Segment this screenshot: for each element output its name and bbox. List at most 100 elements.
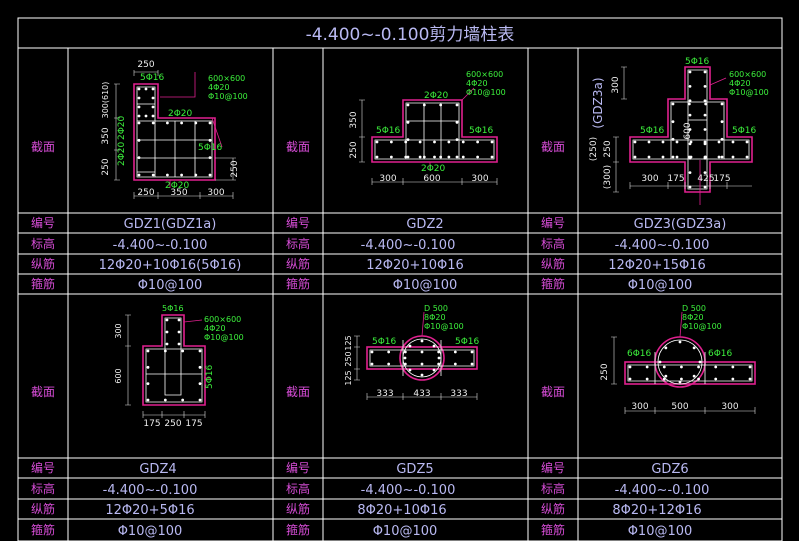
wall-outline xyxy=(624,361,756,385)
dimension-label: 250 xyxy=(101,158,111,175)
row-label-long-bars: 纵筋 xyxy=(31,256,55,271)
column-elevation: -4.400~-0.100 xyxy=(361,483,456,498)
callout-note: 4Φ20 xyxy=(466,79,488,88)
column-id: GDZ3(GDZ3a) xyxy=(634,217,727,232)
rebar-note: 5Φ16 xyxy=(205,364,215,389)
rebar-dot xyxy=(687,102,691,106)
rebar-dot xyxy=(703,128,707,131)
rebar-dot xyxy=(703,84,707,88)
rebar-dot xyxy=(697,365,700,369)
rebar-dot xyxy=(748,365,752,369)
rebar-dot xyxy=(661,155,665,159)
rebar-dot xyxy=(420,373,424,377)
rebar-note: 2Φ20 xyxy=(424,91,449,101)
rebar-dot xyxy=(144,87,148,91)
rebar-dot xyxy=(177,318,181,322)
rebar-dot xyxy=(208,156,212,160)
rebar-dot xyxy=(748,377,752,381)
spiral-stirrup xyxy=(402,338,442,378)
rebar-dot xyxy=(403,350,407,354)
row-labels: 截面 截面 截面 编号 编号 编号 标高 标高 标高 纵筋 纵筋 纵筋 箍筋 箍… xyxy=(31,140,565,537)
rebar-dot xyxy=(198,382,202,386)
rebar-dot xyxy=(198,365,202,369)
rebar-dot xyxy=(745,155,749,159)
dimension-label: 333 xyxy=(376,389,393,399)
rebar-dot xyxy=(455,120,459,124)
rebar-dot xyxy=(433,140,436,144)
rebar-dot xyxy=(661,140,665,144)
leader-lines xyxy=(429,87,475,170)
rebar-note: 2Φ20 xyxy=(165,181,190,191)
leader-lines xyxy=(679,311,683,338)
column-elevation: -4.400~-0.100 xyxy=(361,238,456,253)
dimension-label: 300 xyxy=(641,174,658,184)
callout-note: 600×600 xyxy=(208,74,245,83)
column-elevation: -4.400~-0.100 xyxy=(615,483,710,498)
rebar-dot xyxy=(680,365,683,369)
rebar-dot xyxy=(439,103,443,107)
rebar-dot xyxy=(697,377,700,381)
callout-note: Φ10@100 xyxy=(466,88,506,97)
rebar-dot xyxy=(432,368,436,372)
rebar-note: 5Φ16 xyxy=(198,143,223,153)
row-label-id: 编号 xyxy=(31,460,55,475)
rebar-dot xyxy=(703,140,707,144)
rebar-dot xyxy=(689,140,693,144)
rebar-dot xyxy=(137,105,141,109)
dimension-label: 175 xyxy=(667,174,684,184)
column-stirrups: Φ10@100 xyxy=(628,278,693,293)
dimension-label: 300 xyxy=(631,402,648,412)
callout-note: 600×600 xyxy=(466,70,503,79)
value-cells: GDZ1(GDZ1a) GDZ2 GDZ3(GDZ3a) -4.400~-0.1… xyxy=(99,217,727,539)
callout-note: D 500 xyxy=(682,304,706,313)
leader-lines xyxy=(421,311,425,337)
rebar-note: 5Φ16 xyxy=(732,126,757,136)
rebar-dot xyxy=(163,398,167,402)
rebar-note: 5Φ16 xyxy=(162,304,184,313)
dimension-label: 175 xyxy=(713,174,730,184)
rebar-dot xyxy=(675,140,679,144)
wall-outline xyxy=(133,83,216,181)
dimension-lines xyxy=(613,66,752,193)
row-label-long-bars: 纵筋 xyxy=(31,501,55,516)
dimension-lines xyxy=(354,335,478,400)
rebar-dot xyxy=(437,362,441,366)
rebar-dot xyxy=(137,121,141,125)
section-gdz1: 250 300(610) 350 250 250 350 300 250 5Φ1… xyxy=(101,60,248,199)
rebar-dot xyxy=(418,140,422,144)
table-title: -4.400~-0.100剪力墙柱表 xyxy=(306,25,515,45)
rebar-dot xyxy=(455,138,459,142)
wall-outline xyxy=(629,66,753,193)
rebar-dot xyxy=(137,114,141,118)
rebar-dot xyxy=(703,70,707,74)
section-gdz2: 350 250 300 600 300 2Φ20 5Φ16 5Φ16 2Φ20 … xyxy=(349,70,506,185)
rebar-dot xyxy=(437,350,441,354)
rebar-note: 5Φ16 xyxy=(455,337,480,347)
row-label-section: 截面 xyxy=(286,385,310,399)
rebar-dot xyxy=(389,155,393,159)
rebar-dot xyxy=(720,102,724,106)
dimension-label: 433 xyxy=(413,389,430,399)
rebar-dot xyxy=(137,138,141,142)
rebar-dot xyxy=(664,346,668,350)
rebar-dot xyxy=(432,344,436,348)
column-stirrups: Φ10@100 xyxy=(373,524,438,539)
rebar-dot xyxy=(166,173,169,177)
column-elevation: -4.400~-0.100 xyxy=(103,483,198,498)
dimension-label: 175 xyxy=(143,419,160,429)
rebar-dot xyxy=(208,138,212,142)
column-long-bars: 8Φ20+12Φ16 xyxy=(612,503,701,518)
spiral-stirrup xyxy=(657,339,703,385)
rebar-dot xyxy=(453,362,457,366)
rebar-dot xyxy=(662,377,666,381)
callout-note: Φ10@100 xyxy=(682,322,722,331)
rebar-dot xyxy=(370,350,374,354)
rebar-dot xyxy=(470,350,474,354)
rebar-dot xyxy=(180,173,184,177)
rebar-dot xyxy=(720,120,724,124)
rebar-dot xyxy=(692,374,696,378)
column-id: GDZ2 xyxy=(406,217,443,232)
rebar-dot xyxy=(137,156,141,160)
section-gdz4: 300 600 175 250 175 5Φ16 5Φ16 600×600 4Φ… xyxy=(114,304,244,429)
